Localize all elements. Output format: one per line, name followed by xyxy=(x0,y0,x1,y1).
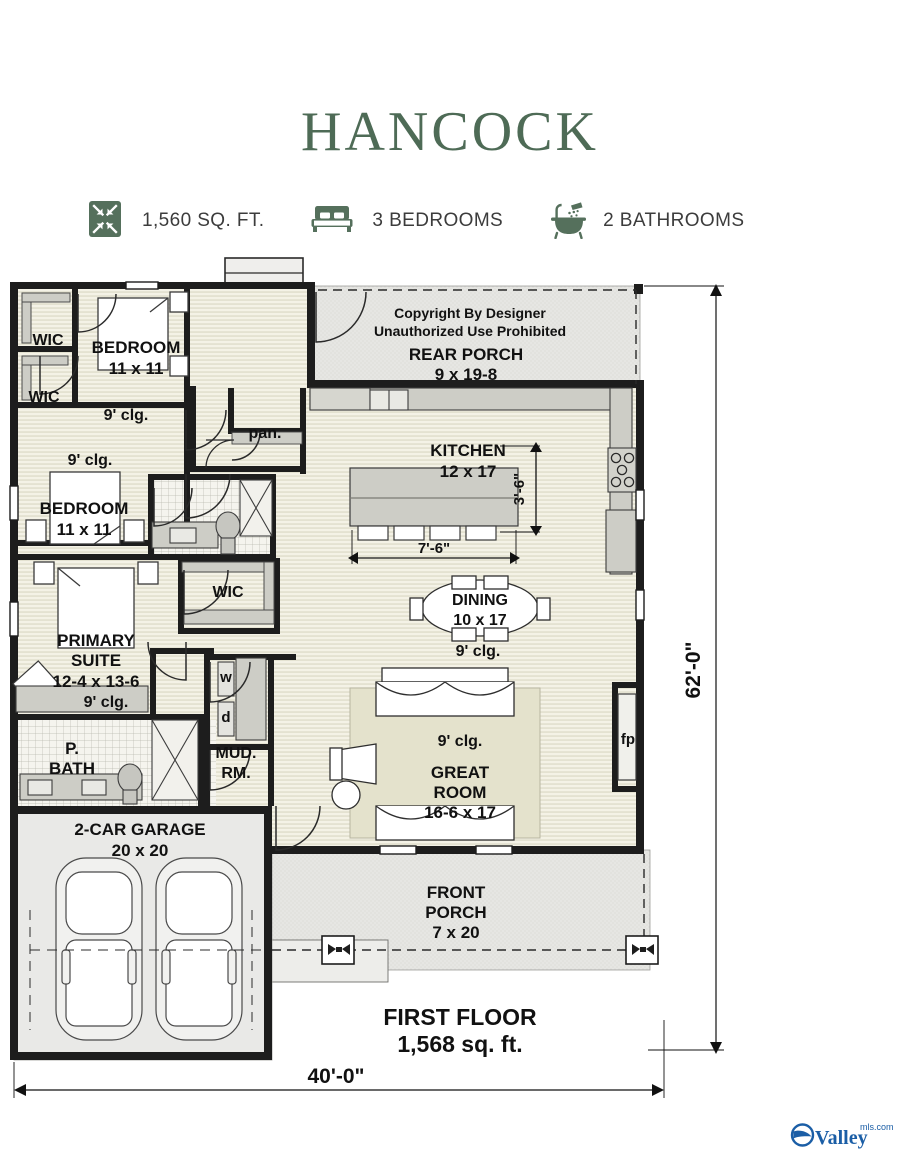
label-great-room-1: GREAT xyxy=(431,763,490,782)
label-primary-bath-1: P. xyxy=(65,739,79,758)
great-room-furniture xyxy=(329,667,515,841)
spec-bedrooms-label: 3 BEDROOMS xyxy=(372,210,504,231)
spec-bathrooms: 2 BATHROOMS xyxy=(547,199,744,244)
label-dining-ceiling: 9' clg. xyxy=(456,643,501,660)
label-great-room-2: ROOM xyxy=(434,783,487,802)
label-dining-size: 10 x 17 xyxy=(453,612,506,629)
bed-bedroom-2 xyxy=(25,471,145,545)
label-kitchen-dim-horizontal: 7'-6" xyxy=(418,540,450,557)
floor-title: FIRST FLOOR xyxy=(383,1004,537,1030)
label-primary-bath-2: BATH xyxy=(49,759,95,778)
spec-square-footage-label: 1,560 SQ. FT. xyxy=(142,210,265,231)
window-markers xyxy=(9,281,659,965)
label-mud-room-1: MUD. xyxy=(216,745,257,762)
label-garage: 2-CAR GARAGE xyxy=(74,820,205,839)
label-mud-room-2: RM. xyxy=(221,765,250,782)
spec-bedrooms: 3 BEDROOMS xyxy=(310,204,503,239)
spec-bathrooms-label: 2 BATHROOMS xyxy=(603,210,745,231)
fixtures xyxy=(12,291,637,1041)
label-kitchen-size: 12 x 17 xyxy=(440,462,497,481)
car-left xyxy=(55,857,143,1041)
bed-bedroom-1 xyxy=(97,291,189,377)
room-labels: WIC WIC BEDROOM 11 x 11 9' clg. 9' clg. … xyxy=(28,305,635,1057)
bed-icon xyxy=(310,204,354,239)
fireplace-hearth xyxy=(617,693,637,781)
label-bedroom-1: BEDROOM xyxy=(92,338,181,357)
valley-logo-text: Valley xyxy=(815,1127,868,1149)
label-wic-3: WIC xyxy=(212,584,244,601)
label-washer: w xyxy=(219,669,232,686)
label-ceiling-hall-upper: 9' clg. xyxy=(104,407,149,424)
area-icon xyxy=(88,200,122,243)
overall-depth-label: 62'-0" xyxy=(682,642,705,699)
label-kitchen: KITCHEN xyxy=(430,441,506,460)
bathtub-icon xyxy=(547,199,589,244)
label-wic-2: WIC xyxy=(28,389,60,406)
floor-area: 1,568 sq. ft. xyxy=(397,1031,522,1057)
floor-plan-drawing: 62'-0" 40'-0" WIC WIC BEDROOM 11 x 11 9'… xyxy=(0,250,900,1120)
label-dryer: d xyxy=(221,709,230,726)
label-dining: DINING xyxy=(452,592,508,609)
label-bedroom-2-size: 11 x 11 xyxy=(57,520,112,539)
overall-width-label: 40'-0" xyxy=(308,1065,365,1088)
label-great-room-size: 16-6 x 17 xyxy=(424,803,496,822)
kitchen-dimension-lines xyxy=(348,442,542,564)
label-primary-suite-1: PRIMARY xyxy=(57,631,135,650)
label-primary-suite-2: SUITE xyxy=(71,651,121,670)
spec-bar: 1,560 SQ. FT. 3 BEDROOMS xyxy=(88,196,812,246)
spec-square-footage: 1,560 SQ. FT. xyxy=(88,200,264,243)
label-kitchen-dim-vertical: 3'-6" xyxy=(511,473,528,505)
label-great-room-ceiling: 9' clg. xyxy=(438,733,483,750)
bed-primary-suite xyxy=(33,561,159,649)
label-pantry: pan. xyxy=(249,425,282,442)
valley-logo-domain: mls.com xyxy=(860,1122,894,1132)
label-bedroom-2: BEDROOM xyxy=(40,499,129,518)
label-primary-suite-size: 12-4 x 13-6 xyxy=(53,672,140,691)
label-fireplace: fp xyxy=(621,731,635,748)
copyright-line-2: Unauthorized Use Prohibited xyxy=(374,323,566,339)
dining-table xyxy=(409,575,551,642)
door-swings xyxy=(39,291,367,851)
kitchen-island xyxy=(349,467,519,541)
overall-dimensions: 62'-0" 40'-0" xyxy=(13,284,724,1098)
page-title: HANCOCK xyxy=(301,101,599,163)
label-bedroom-1-size: 11 x 11 xyxy=(109,359,164,378)
copyright-line-1: Copyright By Designer xyxy=(394,305,546,321)
label-garage-size: 20 x 20 xyxy=(112,841,169,860)
label-rear-porch-size: 9 x 19-8 xyxy=(435,365,497,384)
label-front-porch-2: PORCH xyxy=(425,903,486,922)
label-ceiling-hall-lower: 9' clg. xyxy=(68,452,113,469)
car-right xyxy=(155,857,243,1041)
kitchen-counters xyxy=(309,387,637,575)
valley-mls-logo[interactable]: Valley mls.com xyxy=(790,1118,894,1152)
label-primary-ceiling: 9' clg. xyxy=(84,694,129,711)
label-wic-1: WIC xyxy=(32,332,64,349)
valley-logo-mark xyxy=(790,1123,815,1147)
label-rear-porch: REAR PORCH xyxy=(409,345,523,364)
washer-dryer xyxy=(217,657,267,741)
label-front-porch-size: 7 x 20 xyxy=(432,923,479,942)
label-front-porch-1: FRONT xyxy=(427,883,486,902)
